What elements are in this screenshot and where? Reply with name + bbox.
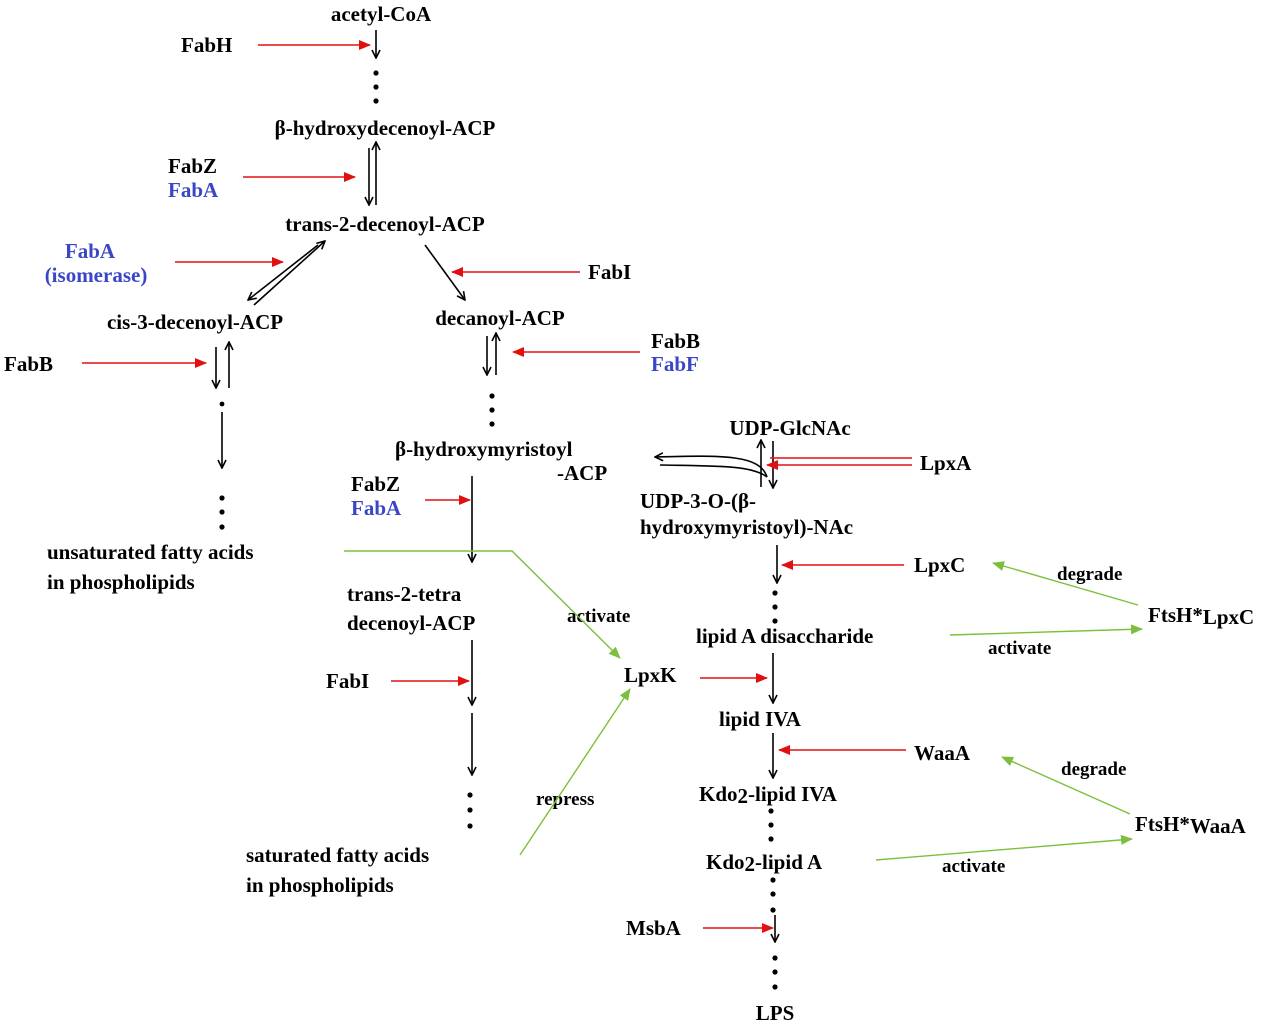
ftsh-lpxc-label: FtsH*LpxC: [1148, 603, 1254, 629]
trans2-tetradecenoyl-acp-label-line1: trans-2-tetra: [347, 582, 462, 606]
hydroxydecenoyl-acp-label: β-hydroxydecenoyl-ACP: [275, 116, 496, 140]
saturated-fa-label-line2: in phospholipids: [246, 873, 394, 897]
degrade-lpxc-label: degrade: [1057, 564, 1122, 585]
degrade-lpxc-arrow: [992, 561, 1139, 606]
fabb-label-left: FabB: [4, 352, 53, 376]
fabh-label: FabH: [181, 33, 232, 57]
lpxa-label: LpxA: [920, 451, 972, 475]
hydroxymyristoyl-acp-label-line1: β-hydroxymyristoyl: [395, 437, 573, 461]
fabz-label: FabZ: [168, 154, 217, 178]
trans2-decenoyl-acp-label: trans-2-decenoyl-ACP: [285, 212, 485, 236]
regulation-arrows: [344, 550, 1143, 861]
dotted-chains: [219, 70, 778, 990]
unsaturated-fa-label-line1: unsaturated fatty acids: [47, 540, 254, 564]
activate-lpxk-arrow: [344, 550, 621, 659]
cis3-decenoyl-acp-label: cis-3-decenoyl-ACP: [107, 310, 283, 334]
lpxk-label: LpxK: [624, 663, 677, 687]
activate-ftsh-waaa-arrow: [875, 834, 1133, 861]
kdo2-lipid-iva-label: Kdo2-lipid IVA: [699, 782, 838, 808]
hydroxymyristoyl-acp-label-line2: -ACP: [557, 461, 607, 485]
waaa-label: WaaA: [914, 741, 971, 765]
lipid-iva-label: lipid IVA: [719, 707, 802, 731]
activate-ftsh-waaa-label: activate: [942, 856, 1005, 877]
lps-label: LPS: [756, 1001, 795, 1025]
msba-label: MsbA: [626, 916, 682, 940]
degrade-waaa-label: degrade: [1061, 759, 1126, 780]
udp3o-label-line2: hydroxymyristoyl)-NAc: [640, 515, 853, 539]
degrade-waaa-arrow: [1001, 756, 1131, 815]
acetyl-coa-label: acetyl-CoA: [331, 2, 432, 26]
lipid-a-disaccharide-label: lipid A disaccharide: [696, 624, 873, 648]
activate-ftsh-lpxc-label: activate: [988, 638, 1051, 659]
fabi-label: FabI: [588, 260, 631, 284]
activate-lpxk-label: activate: [567, 606, 630, 627]
faba-isomerase-label-line2: (isomerase): [45, 263, 148, 287]
fabi-label-lower: FabI: [326, 669, 369, 693]
arrow-cis3-to-trans2: [253, 241, 325, 306]
faba-isomerase-label-line1: FabA: [65, 239, 116, 263]
faba-label: FabA: [168, 178, 219, 202]
fabf-label: FabF: [651, 352, 699, 376]
lpxc-label: LpxC: [914, 553, 965, 577]
saturated-fa-label-line1: saturated fatty acids: [246, 843, 429, 867]
arrow-lpxa-acyl-transfer-lower: [659, 464, 768, 478]
ftsh-waaa-label: FtsH*WaaA: [1135, 812, 1247, 838]
decanoyl-acp-label: decanoyl-ACP: [435, 306, 565, 330]
udp3o-label-line1: UDP-3-O-(β-: [640, 489, 756, 513]
unsaturated-fa-label-line2: in phospholipids: [47, 570, 195, 594]
arrow-trans2-to-cis3: [248, 244, 319, 300]
faba-label-lower: FabA: [351, 496, 402, 520]
udp-glcnac-label: UDP-GlcNAc: [729, 416, 850, 440]
fabb-label-right: FabB: [651, 329, 700, 353]
pathway-arrows: [216, 30, 777, 942]
fabz-label-lower: FabZ: [351, 472, 400, 496]
arrow-lpxa-acyl-transfer-upper: [655, 456, 768, 478]
enzyme-arrows: [82, 40, 912, 933]
repress-lpxk-arrow: [519, 688, 631, 856]
arrow-trans2-to-decanoyl: [424, 244, 465, 300]
repress-lpxk-label: repress: [536, 789, 594, 810]
trans2-tetradecenoyl-acp-label-line2: decenoyl-ACP: [347, 611, 475, 635]
activate-ftsh-lpxc-arrow: [949, 624, 1143, 636]
kdo2-lipid-a-label: Kdo2-lipid A: [706, 850, 823, 876]
